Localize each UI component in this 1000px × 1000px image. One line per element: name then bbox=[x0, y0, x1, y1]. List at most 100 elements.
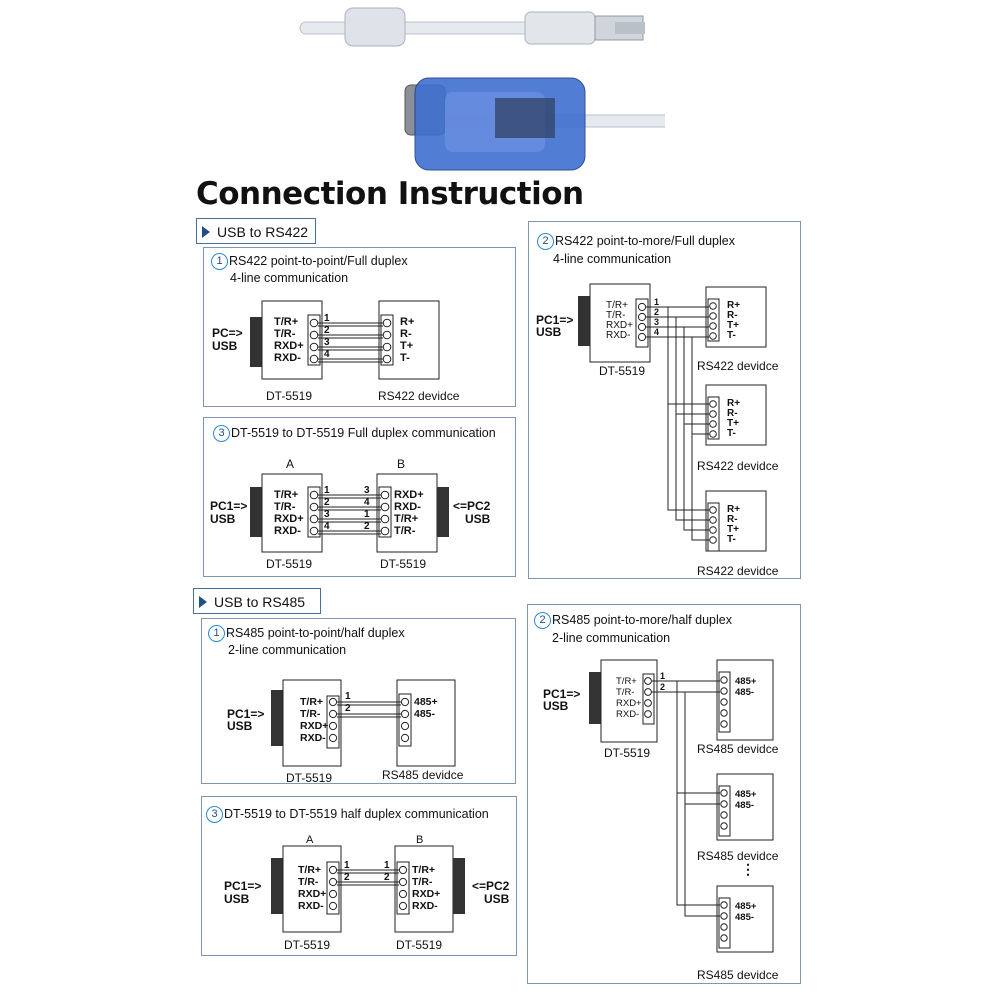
pc-label: PC=> bbox=[212, 326, 243, 340]
panel-title: RS422 point-to-point/Full duplex bbox=[229, 254, 408, 268]
wire-number: 2 bbox=[364, 521, 370, 532]
pin-label: T+ bbox=[727, 524, 739, 535]
rs422-pin-labels: R+R-T+T- bbox=[727, 505, 740, 545]
wire-number: 4 bbox=[364, 497, 370, 508]
pin-label: RXD- bbox=[274, 525, 301, 537]
rs422-pin-labels: R+R-T+T- bbox=[727, 301, 740, 341]
usb-label: USB bbox=[212, 339, 238, 353]
wire-number: 1 bbox=[654, 297, 660, 307]
panel-title: RS485 point-to-point/half duplex bbox=[226, 626, 405, 640]
device-model-label: DT-5519 bbox=[286, 771, 333, 785]
pin-label: RXD- bbox=[606, 330, 631, 341]
panel-title: RS422 point-to-more/Full duplex bbox=[555, 234, 735, 248]
pin-label: RXD- bbox=[412, 900, 438, 912]
pc2-usb-label: <=PC2 USB bbox=[453, 500, 490, 526]
wire-number: 1 bbox=[345, 691, 351, 702]
pin-label: T/R+ bbox=[298, 864, 322, 876]
pin-label: T/R- bbox=[616, 687, 635, 698]
usb-label: USB bbox=[484, 892, 510, 906]
pin-label: R- bbox=[400, 328, 412, 340]
pc1-label: PC1=> bbox=[224, 879, 262, 893]
panel-subtitle: 4-line communication bbox=[230, 271, 349, 285]
wire-numbers: 1 2 bbox=[344, 860, 350, 884]
wire-number: 3 bbox=[324, 337, 330, 348]
pc2-usb-label: <=PC2 USB bbox=[472, 880, 509, 906]
wire-number: 4 bbox=[324, 349, 330, 360]
pin-label: RXD- bbox=[298, 900, 324, 912]
pc-usb-label: PC=> USB bbox=[212, 327, 243, 353]
pin-label: 485+ bbox=[735, 901, 757, 912]
device-model-label: DT-5519 bbox=[604, 746, 651, 760]
pin-label: T/R+ bbox=[394, 513, 419, 525]
arrow-right-icon bbox=[202, 226, 210, 238]
pin-label: T- bbox=[727, 534, 736, 545]
panel-title: DT-5519 to DT-5519 half duplex communica… bbox=[224, 807, 489, 821]
wire-numbers: 1 2 bbox=[660, 671, 665, 693]
panel-subtitle: 2-line communication bbox=[552, 631, 671, 645]
usb-label: USB bbox=[227, 719, 253, 733]
step-number: 1 bbox=[211, 253, 228, 271]
pc2-label: <=PC2 bbox=[472, 879, 510, 893]
usb-label: USB bbox=[210, 512, 236, 526]
arrow-right-icon bbox=[199, 596, 207, 608]
wire-number: 3 bbox=[364, 485, 370, 496]
pin-label: T/R- bbox=[300, 708, 321, 720]
rs485-pin-labels: 485+485- bbox=[735, 676, 756, 698]
pin-label: T/R+ bbox=[616, 676, 637, 687]
step-number: 1 bbox=[208, 625, 225, 643]
wire-numbers: 1 2 3 4 bbox=[324, 313, 330, 361]
pin-label: R+ bbox=[727, 504, 741, 515]
b-pin-labels: T/R+ T/R- RXD+ RXD- bbox=[412, 864, 440, 912]
wire-number: 2 bbox=[344, 872, 350, 883]
pin-label: T/R+ bbox=[300, 696, 324, 708]
diagram-rs422-p2m bbox=[578, 283, 767, 552]
wire-number: 1 bbox=[384, 860, 390, 871]
wire-number: 1 bbox=[324, 485, 330, 496]
rs485-pin-labels: 485+485- bbox=[735, 901, 756, 923]
diagram-rs422-dt2dt bbox=[250, 473, 449, 553]
wire-number: 2 bbox=[324, 497, 330, 508]
pin-label: T/R- bbox=[606, 310, 626, 321]
pin-label: R+ bbox=[727, 300, 741, 311]
pin-label: T+ bbox=[727, 418, 739, 429]
pin-label: T/R+ bbox=[606, 300, 628, 311]
rs485-pin-labels: 485+485- bbox=[735, 789, 756, 811]
pin-label: RXD+ bbox=[274, 340, 304, 352]
rs485-pin-labels: 485+ 485- bbox=[414, 696, 438, 720]
rs485-device-label: RS485 devidce bbox=[697, 968, 779, 982]
pc2-label: <=PC2 bbox=[453, 499, 491, 513]
wire-number: 4 bbox=[324, 521, 330, 532]
usb-label: USB bbox=[465, 512, 491, 526]
pc1-usb-label: PC1=> USB bbox=[543, 688, 580, 712]
wire-number: 2 bbox=[660, 682, 666, 692]
pin-label: T/R- bbox=[412, 876, 433, 888]
rs422-device-label: RS422 devidce bbox=[378, 389, 460, 403]
diagram-rs422-p2p bbox=[250, 300, 440, 380]
wire-number: 1 bbox=[660, 671, 666, 681]
pin-label: T/R- bbox=[274, 501, 296, 513]
ellipsis: ⋮ bbox=[741, 861, 755, 877]
wire-number: 1 bbox=[344, 860, 350, 871]
pin-label: R- bbox=[727, 310, 738, 321]
wire-numbers-b: 3 4 1 2 bbox=[364, 485, 370, 533]
rs422-pin-labels: R+R-T+T- bbox=[727, 399, 740, 439]
dt-pin-labels: T/R+ T/R- RXD+ RXD- bbox=[298, 864, 326, 912]
device-model-label: DT-5519 bbox=[266, 557, 313, 571]
section-label: USB to RS422 bbox=[217, 224, 309, 240]
pc1-label: PC1=> bbox=[536, 313, 574, 327]
device-model-label: DT-5519 bbox=[599, 364, 646, 378]
section-label: USB to RS485 bbox=[214, 594, 306, 610]
wire-number: 3 bbox=[654, 317, 660, 327]
wire-number: 3 bbox=[324, 509, 330, 520]
pin-label: T+ bbox=[400, 340, 414, 352]
panel-subtitle: 4-line communication bbox=[553, 252, 672, 266]
section-tag-rs422: USB to RS422 bbox=[196, 218, 316, 244]
usb-label: USB bbox=[536, 325, 562, 339]
device-model-label: DT-5519 bbox=[266, 389, 313, 403]
